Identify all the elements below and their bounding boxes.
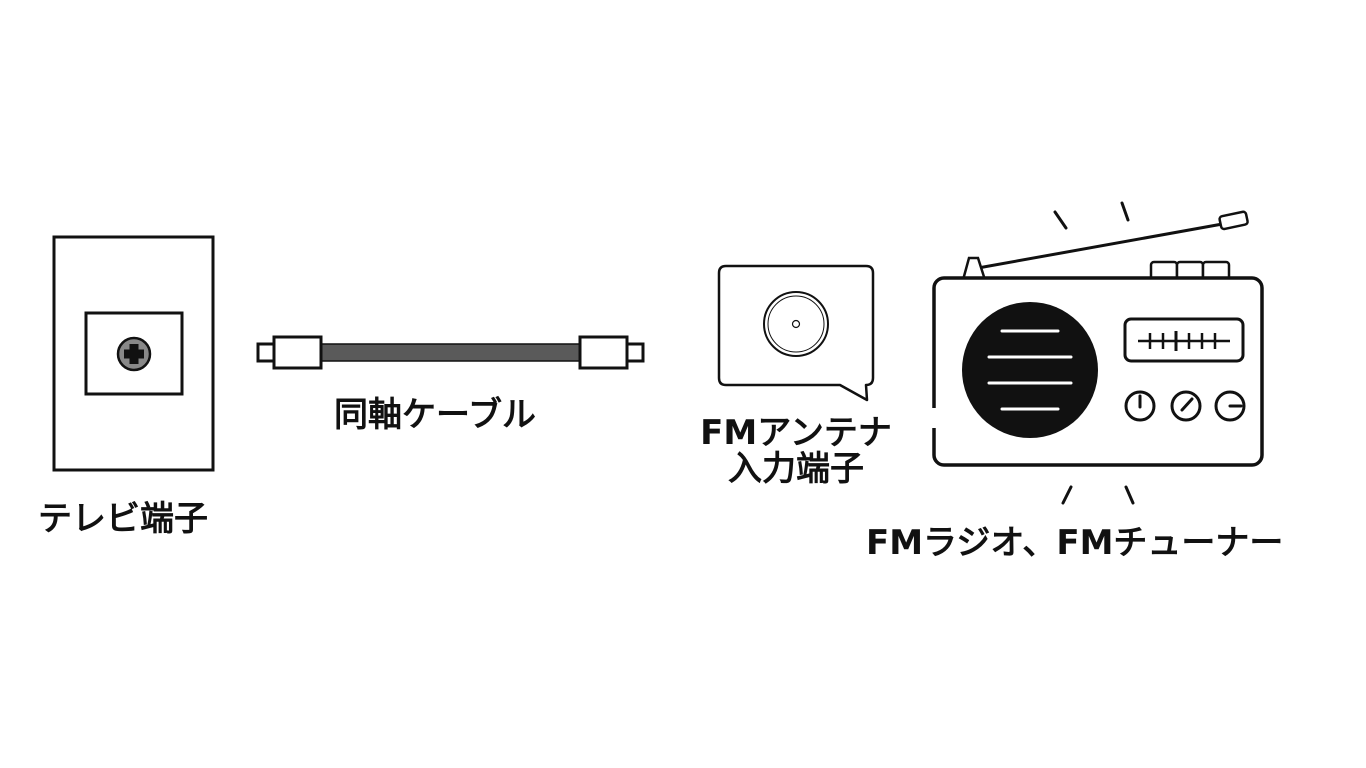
coaxial-cable-icon [256,335,645,370]
radio-icon [931,201,1264,505]
coax-cable-label: 同軸ケーブル [334,395,536,435]
fm-antenna-input-label-line1: FMアンテナ [700,413,892,453]
fm-antenna-input-label-line2: 入力端子 [728,448,864,489]
fm-input-port-icon [717,264,875,402]
tv-wall-outlet-icon [52,235,215,472]
tv-terminal-label: テレビ端子 [38,499,208,539]
fm-radio-tuner-label: FMラジオ、FMチューナー [866,523,1284,563]
fm-antenna-input-label: FMアンテナ 入力端子 [690,413,902,489]
